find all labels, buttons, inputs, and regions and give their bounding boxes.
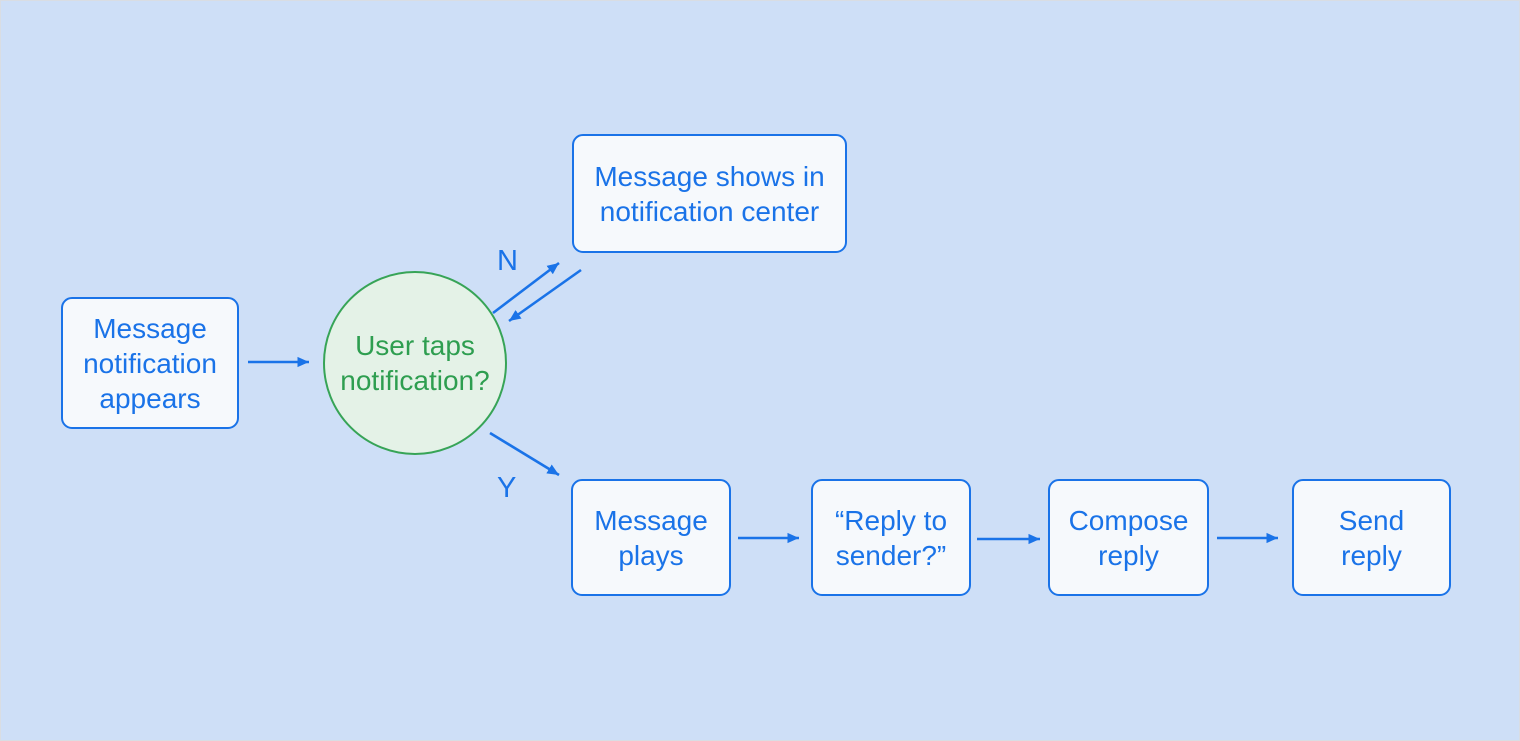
node-send-reply: Send reply (1292, 479, 1451, 596)
arrow-notification-center-to-decision (508, 268, 582, 323)
node-message-notification-appears: Message notification appears (61, 297, 239, 429)
node-reply-to-sender-prompt: “Reply to sender?” (811, 479, 971, 596)
node-message-shows-in-notification-center: Message shows in notification center (572, 134, 847, 253)
branch-label-no: N (497, 245, 518, 277)
node-compose-reply: Compose reply (1048, 479, 1209, 596)
node-decision-user-taps-notification: User taps notification? (323, 271, 507, 455)
node-message-plays: Message plays (571, 479, 731, 596)
arrow-decision-to-notification-center (492, 261, 560, 315)
branch-label-yes: Y (497, 472, 517, 504)
arrow-decision-to-message-plays (489, 431, 560, 477)
